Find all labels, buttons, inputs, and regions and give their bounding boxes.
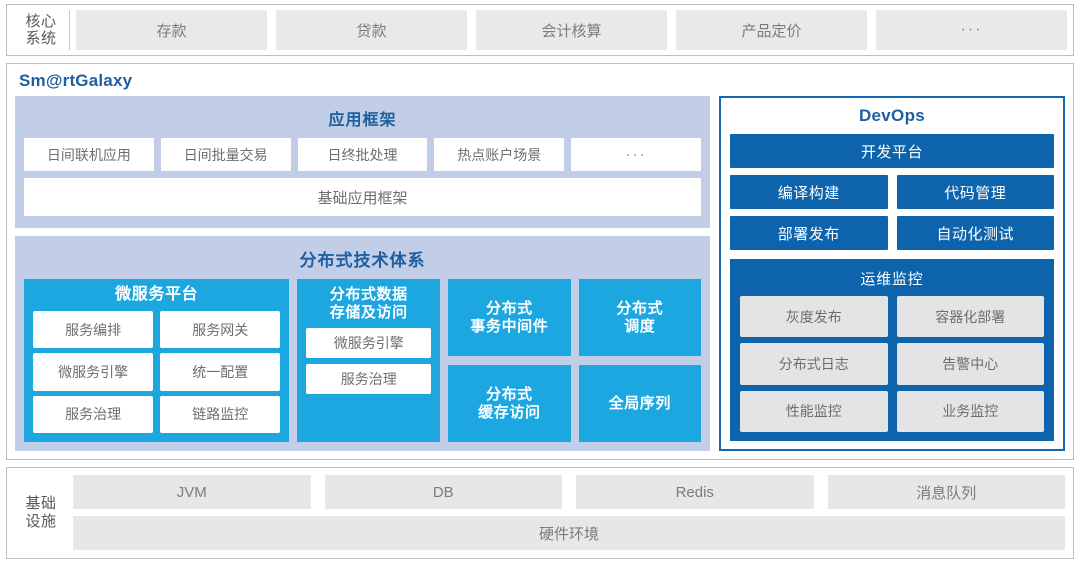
smartgalaxy-body: 应用框架 日间联机应用 日间批量交易 日终批处理 热点账户场景 ··· 基础应用…: [15, 96, 1065, 451]
core-systems-divider: [69, 10, 70, 50]
ops-monitoring-title: 运维监控: [860, 271, 924, 288]
distributed-data-storage-title: 分布式数据 存储及访问: [306, 286, 431, 328]
ops-item-alert-center[interactable]: 告警中心: [896, 343, 1044, 385]
microservice-platform-items: 服务编排 服务网关 微服务引擎 统一配置 服务治理 链路监控: [33, 310, 281, 433]
ops-item-containerized-deployment[interactable]: 容器化部署: [896, 296, 1044, 338]
devops-title: DevOps: [858, 106, 926, 125]
tile-distributed-transaction-middleware[interactable]: 分布式 事务中间件: [448, 279, 571, 356]
devops-tool-compile-build[interactable]: 编译构建: [730, 175, 888, 209]
smartgalaxy-left-column: 应用框架 日间联机应用 日间批量交易 日终批处理 热点账户场景 ··· 基础应用…: [15, 96, 710, 451]
tile-ds-line1: 分布式: [616, 299, 664, 317]
tile-dtm-line1: 分布式: [485, 299, 533, 317]
app-item-more[interactable]: ···: [571, 138, 701, 171]
core-systems-panel: 核心 系统 存款 贷款 会计核算 产品定价 ···: [6, 4, 1074, 56]
core-systems-items: 存款 贷款 会计核算 产品定价 ···: [76, 10, 1067, 50]
tile-distributed-scheduling-title: 分布式 调度: [616, 300, 663, 335]
ops-monitoring-items: 灰度发布 容器化部署 分布式日志 告警中心 性能监控 业务监控: [740, 296, 1044, 432]
infrastructure-panel: 基础 设施 JVM DB Redis 消息队列 硬件环境: [6, 467, 1074, 559]
distributed-data-storage-box[interactable]: 分布式数据 存储及访问 微服务引擎 服务治理: [297, 279, 441, 442]
tile-global-sequence-title: 全局序列: [609, 395, 671, 413]
app-item-eod-batch[interactable]: 日终批处理: [297, 138, 428, 171]
distributed-tech-block: 分布式技术体系 微服务平台 服务编排 服务网关 微服务: [15, 236, 710, 451]
tile-ds-line2: 调度: [624, 317, 656, 335]
core-system-item-more[interactable]: ···: [876, 10, 1067, 50]
infra-item-db[interactable]: DB: [324, 475, 562, 509]
ops-monitoring-box: 运维监控 灰度发布 容器化部署 分布式日志 告警中心 性能监控 业务监控: [730, 259, 1054, 441]
core-system-item-pricing[interactable]: 产品定价: [676, 10, 867, 50]
distributed-tech-title: 分布式技术体系: [299, 251, 426, 270]
infrastructure-label-line2: 设施: [25, 512, 57, 530]
distributed-data-storage-title-line2: 存储及访问: [329, 303, 408, 321]
distributed-tech-column-3: 分布式 事务中间件 分布式 缓存访问: [448, 279, 571, 442]
application-framework-items: 日间联机应用 日间批量交易 日终批处理 热点账户场景 ···: [24, 138, 701, 171]
core-system-item-accounting[interactable]: 会计核算: [476, 10, 667, 50]
infrastructure-label-line1: 基础: [25, 495, 57, 513]
core-systems-label-line1: 核心: [25, 12, 57, 30]
ops-item-performance-monitoring[interactable]: 性能监控: [740, 390, 888, 432]
tile-dca-line2: 缓存访问: [478, 403, 541, 421]
infra-item-message-queue[interactable]: 消息队列: [827, 475, 1065, 509]
app-item-daytime-online[interactable]: 日间联机应用: [24, 138, 154, 171]
distributed-data-storage-title-line1: 分布式数据: [329, 286, 408, 303]
smartgalaxy-panel: Sm@rtGalaxy 应用框架 日间联机应用 日间批量交易 日终批处理 热点账…: [6, 63, 1074, 460]
tile-gs-line1: 全局序列: [608, 394, 671, 412]
msp-item-service-governance[interactable]: 服务治理: [33, 395, 154, 433]
ops-item-business-monitoring[interactable]: 业务监控: [896, 390, 1044, 432]
application-framework-block: 应用框架 日间联机应用 日间批量交易 日终批处理 热点账户场景 ··· 基础应用…: [15, 96, 710, 228]
msp-item-trace-monitoring[interactable]: 链路监控: [160, 395, 281, 433]
devops-tool-automated-testing[interactable]: 自动化测试: [896, 216, 1054, 250]
app-item-hot-account[interactable]: 热点账户场景: [434, 138, 565, 171]
dds-item-microservice-engine[interactable]: 微服务引擎: [306, 328, 432, 359]
distributed-data-storage-items: 微服务引擎 服务治理: [306, 328, 432, 433]
infra-item-redis[interactable]: Redis: [576, 475, 814, 509]
app-item-daytime-batch[interactable]: 日间批量交易: [160, 138, 291, 171]
infra-item-jvm[interactable]: JVM: [73, 475, 311, 509]
ops-item-distributed-logging[interactable]: 分布式日志: [740, 343, 888, 385]
infra-hardware-environment[interactable]: 硬件环境: [73, 516, 1065, 550]
core-system-item-loan[interactable]: 贷款: [276, 10, 467, 50]
infrastructure-content: JVM DB Redis 消息队列 硬件环境: [73, 475, 1065, 550]
microservice-platform-title: 微服务平台: [115, 286, 199, 303]
core-systems-label-line2: 系统: [25, 30, 57, 47]
core-systems-label: 核心 系统: [13, 10, 69, 50]
infrastructure-label: 基础 设施: [13, 475, 69, 550]
msp-item-unified-config[interactable]: 统一配置: [160, 353, 281, 391]
distributed-tech-column-4: 分布式 调度 全局序列: [578, 279, 702, 442]
devops-dev-platform[interactable]: 开发平台: [730, 134, 1054, 168]
tile-distributed-scheduling[interactable]: 分布式 调度: [578, 279, 702, 356]
devops-tool-code-management[interactable]: 代码管理: [896, 175, 1054, 209]
tile-distributed-cache-access-title: 分布式 缓存访问: [478, 386, 540, 421]
core-system-item-deposit[interactable]: 存款: [76, 10, 267, 50]
devops-tool-deploy-release[interactable]: 部署发布: [730, 216, 888, 250]
tile-dca-line1: 分布式: [485, 385, 533, 403]
devops-tools: 编译构建 代码管理 部署发布 自动化测试: [730, 175, 1054, 250]
devops-panel: DevOps 开发平台 编译构建 代码管理 部署发布 自动化测试 运维监控: [719, 96, 1065, 451]
msp-item-service-gateway[interactable]: 服务网关: [160, 310, 281, 349]
msp-item-microservice-engine[interactable]: 微服务引擎: [33, 353, 154, 391]
dds-item-service-governance[interactable]: 服务治理: [306, 364, 432, 395]
microservice-platform-box[interactable]: 微服务平台 服务编排 服务网关 微服务引擎 统一配置: [24, 279, 290, 442]
base-application-framework[interactable]: 基础应用框架: [24, 178, 701, 216]
tile-distributed-transaction-middleware-title: 分布式 事务中间件: [470, 300, 548, 335]
tile-global-sequence[interactable]: 全局序列: [578, 365, 702, 442]
distributed-tech-columns: 微服务平台 服务编排 服务网关 微服务引擎 统一配置: [24, 279, 702, 442]
smartgalaxy-title: Sm@rtGalaxy: [19, 71, 133, 90]
tile-dtm-line2: 事务中间件: [470, 317, 549, 335]
infrastructure-items: JVM DB Redis 消息队列: [73, 475, 1065, 509]
application-framework-title: 应用框架: [328, 112, 397, 129]
tile-distributed-cache-access[interactable]: 分布式 缓存访问: [448, 365, 571, 442]
msp-item-service-orchestration[interactable]: 服务编排: [33, 310, 154, 349]
ops-item-gray-release[interactable]: 灰度发布: [740, 296, 888, 338]
